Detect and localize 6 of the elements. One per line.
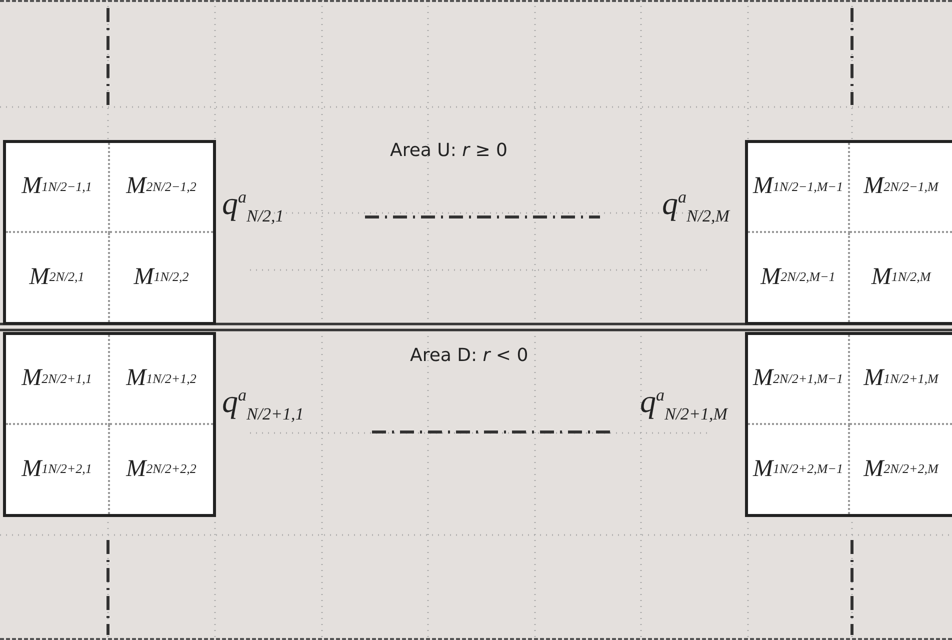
area-label: Area U: r ≥ 0 bbox=[390, 140, 508, 161]
matrix-box bbox=[3, 140, 216, 325]
matrix-box bbox=[745, 332, 952, 517]
area-label: Area D: r < 0 bbox=[410, 345, 528, 366]
matrix-box bbox=[745, 140, 952, 325]
matrix-box bbox=[3, 332, 216, 517]
